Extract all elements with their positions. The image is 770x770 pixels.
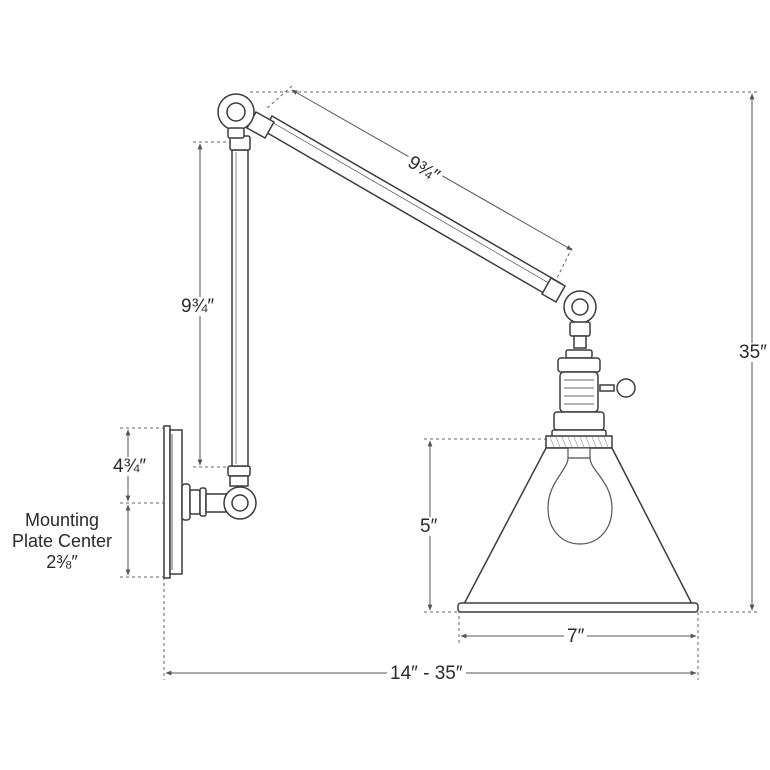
wall-backplate <box>163 425 183 579</box>
label-shade-width: 7″ <box>564 627 588 646</box>
top-knuckle <box>217 93 255 139</box>
socket-housing <box>551 349 636 439</box>
light-bulb <box>547 447 613 545</box>
mounting-value: 2⅜″ <box>46 552 78 572</box>
shade-collar <box>545 435 613 449</box>
label-total-height: 35″ <box>736 343 770 362</box>
label-vertical-arm: 9¾″ <box>178 297 218 316</box>
label-extension: 14″ - 35″ <box>387 664 466 683</box>
lower-knuckle <box>223 465 257 520</box>
label-shade-height: 5″ <box>417 517 441 536</box>
mounting-line1: Mounting <box>24 510 100 530</box>
vertical-arm <box>229 135 251 467</box>
mounting-line2: Plate Center <box>12 531 113 551</box>
base-fitting <box>181 483 227 521</box>
label-plate-offset: 4¾″ <box>110 457 150 476</box>
lamp-outline <box>163 93 699 613</box>
label-mounting-plate-center: Mounting Plate Center 2⅜″ <box>9 510 115 573</box>
diagonal-arm <box>245 110 567 304</box>
elbow-knuckle <box>563 290 597 349</box>
